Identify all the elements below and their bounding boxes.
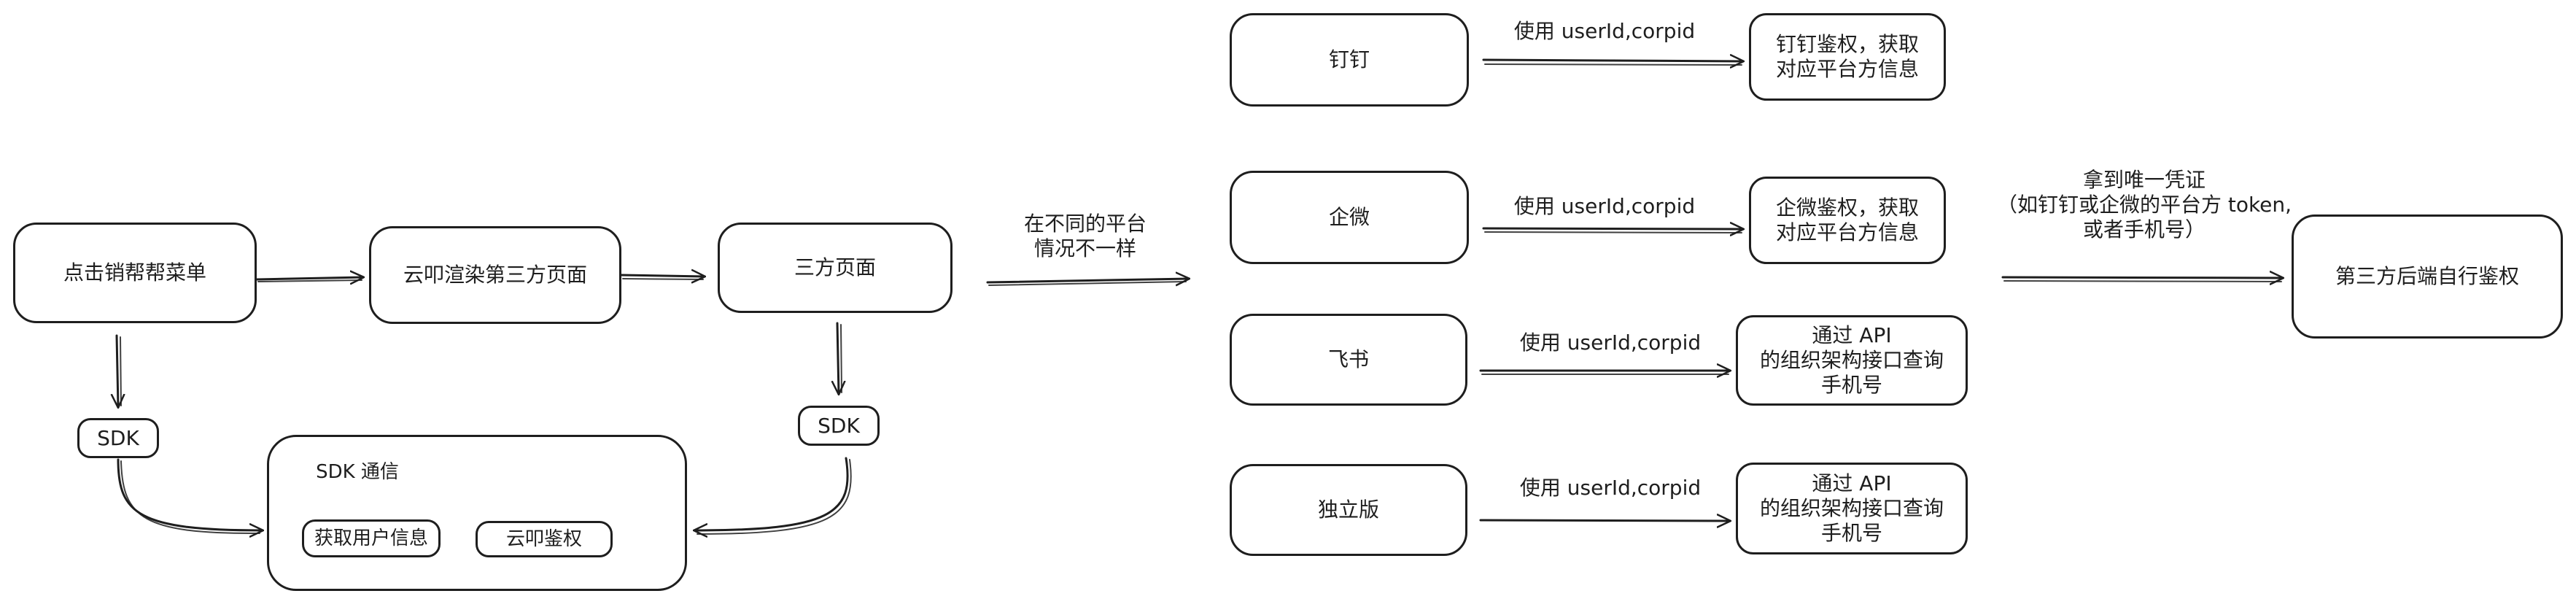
yunji-render-label: 云叩渲染第三方页面 xyxy=(403,263,587,287)
yunji-auth-label: 云叩鉴权 xyxy=(505,528,582,550)
credential-label: 拿到唯一凭证 （如钉钉或企微的平台方 token, 或者手机号） xyxy=(1996,168,2292,241)
get-user-info-node: 获取用户信息 xyxy=(302,519,441,557)
wecom-auth-label: 企微鉴权，获取 对应平台方信息 xyxy=(1775,196,1919,244)
feishu-node: 飞书 xyxy=(1230,314,1467,406)
arrow-to-backend xyxy=(2001,277,2283,278)
third-page-node: 三方页面 xyxy=(718,223,953,313)
dingtalk-node: 钉钉 xyxy=(1230,13,1469,107)
wecom-label: 企微 xyxy=(1328,205,1370,229)
click-menu-node: 点击销帮帮菜单 xyxy=(13,223,257,323)
sdk-left-label: SDK xyxy=(97,425,139,450)
standalone-label: 独立版 xyxy=(1317,498,1379,522)
arrow-page-to-platforms xyxy=(986,279,1189,282)
arrow-standalone xyxy=(1479,520,1730,521)
yunji-auth-node: 云叩鉴权 xyxy=(476,521,613,557)
dingtalk-label: 钉钉 xyxy=(1328,47,1370,71)
platform-diff-label: 在不同的平台 情况不一样 xyxy=(1023,212,1147,260)
wecom-node: 企微 xyxy=(1230,171,1469,264)
feishu-label: 飞书 xyxy=(1327,347,1369,371)
arrow-render-to-page xyxy=(620,275,705,277)
backend-auth-node: 第三方后端自行鉴权 xyxy=(2292,214,2563,339)
wecom-auth-node: 企微鉴权，获取 对应平台方信息 xyxy=(1749,177,1946,264)
yunji-render-node: 云叩渲染第三方页面 xyxy=(369,226,621,324)
dingtalk-auth-label: 钉钉鉴权，获取 对应平台方信息 xyxy=(1775,32,1919,81)
standalone-query-node: 通过 API 的组织架构接口查询 手机号 xyxy=(1736,463,1968,554)
sdk-comm-title: SDK 通信 xyxy=(316,461,399,483)
sdk-left-node: SDK xyxy=(77,418,159,458)
sdk-comm-container xyxy=(267,435,687,591)
arrow-wecom xyxy=(1482,228,1743,229)
get-user-info-label: 获取用户信息 xyxy=(314,527,428,549)
arrow-menu-to-sdk xyxy=(117,334,118,407)
dingtalk-edge-label: 使用 userId,corpid xyxy=(1513,19,1696,43)
sdk-right-label: SDK xyxy=(818,413,860,438)
arrow-sdk-to-comm-left xyxy=(117,458,263,530)
standalone-node: 独立版 xyxy=(1230,464,1467,556)
feishu-query-label: 通过 API 的组织架构接口查询 手机号 xyxy=(1759,323,1944,397)
third-page-label: 三方页面 xyxy=(794,255,876,279)
backend-auth-label: 第三方后端自行鉴权 xyxy=(2335,264,2519,288)
sdk-right-node: SDK xyxy=(798,406,880,446)
arrow-dingtalk xyxy=(1482,60,1743,61)
arrow-sdk-to-comm-right xyxy=(694,457,849,530)
click-menu-label: 点击销帮帮菜单 xyxy=(63,260,206,285)
wecom-edge-label: 使用 userId,corpid xyxy=(1513,194,1696,218)
feishu-edge-label: 使用 userId,corpid xyxy=(1519,330,1702,355)
dingtalk-auth-node: 钉钉鉴权，获取 对应平台方信息 xyxy=(1749,13,1946,101)
arrow-menu-to-render xyxy=(255,277,363,279)
arrow-page-to-sdk xyxy=(837,322,839,394)
standalone-edge-label: 使用 userId,corpid xyxy=(1519,476,1702,500)
feishu-query-node: 通过 API 的组织架构接口查询 手机号 xyxy=(1736,315,1968,406)
standalone-query-label: 通过 API 的组织架构接口查询 手机号 xyxy=(1759,471,1944,545)
